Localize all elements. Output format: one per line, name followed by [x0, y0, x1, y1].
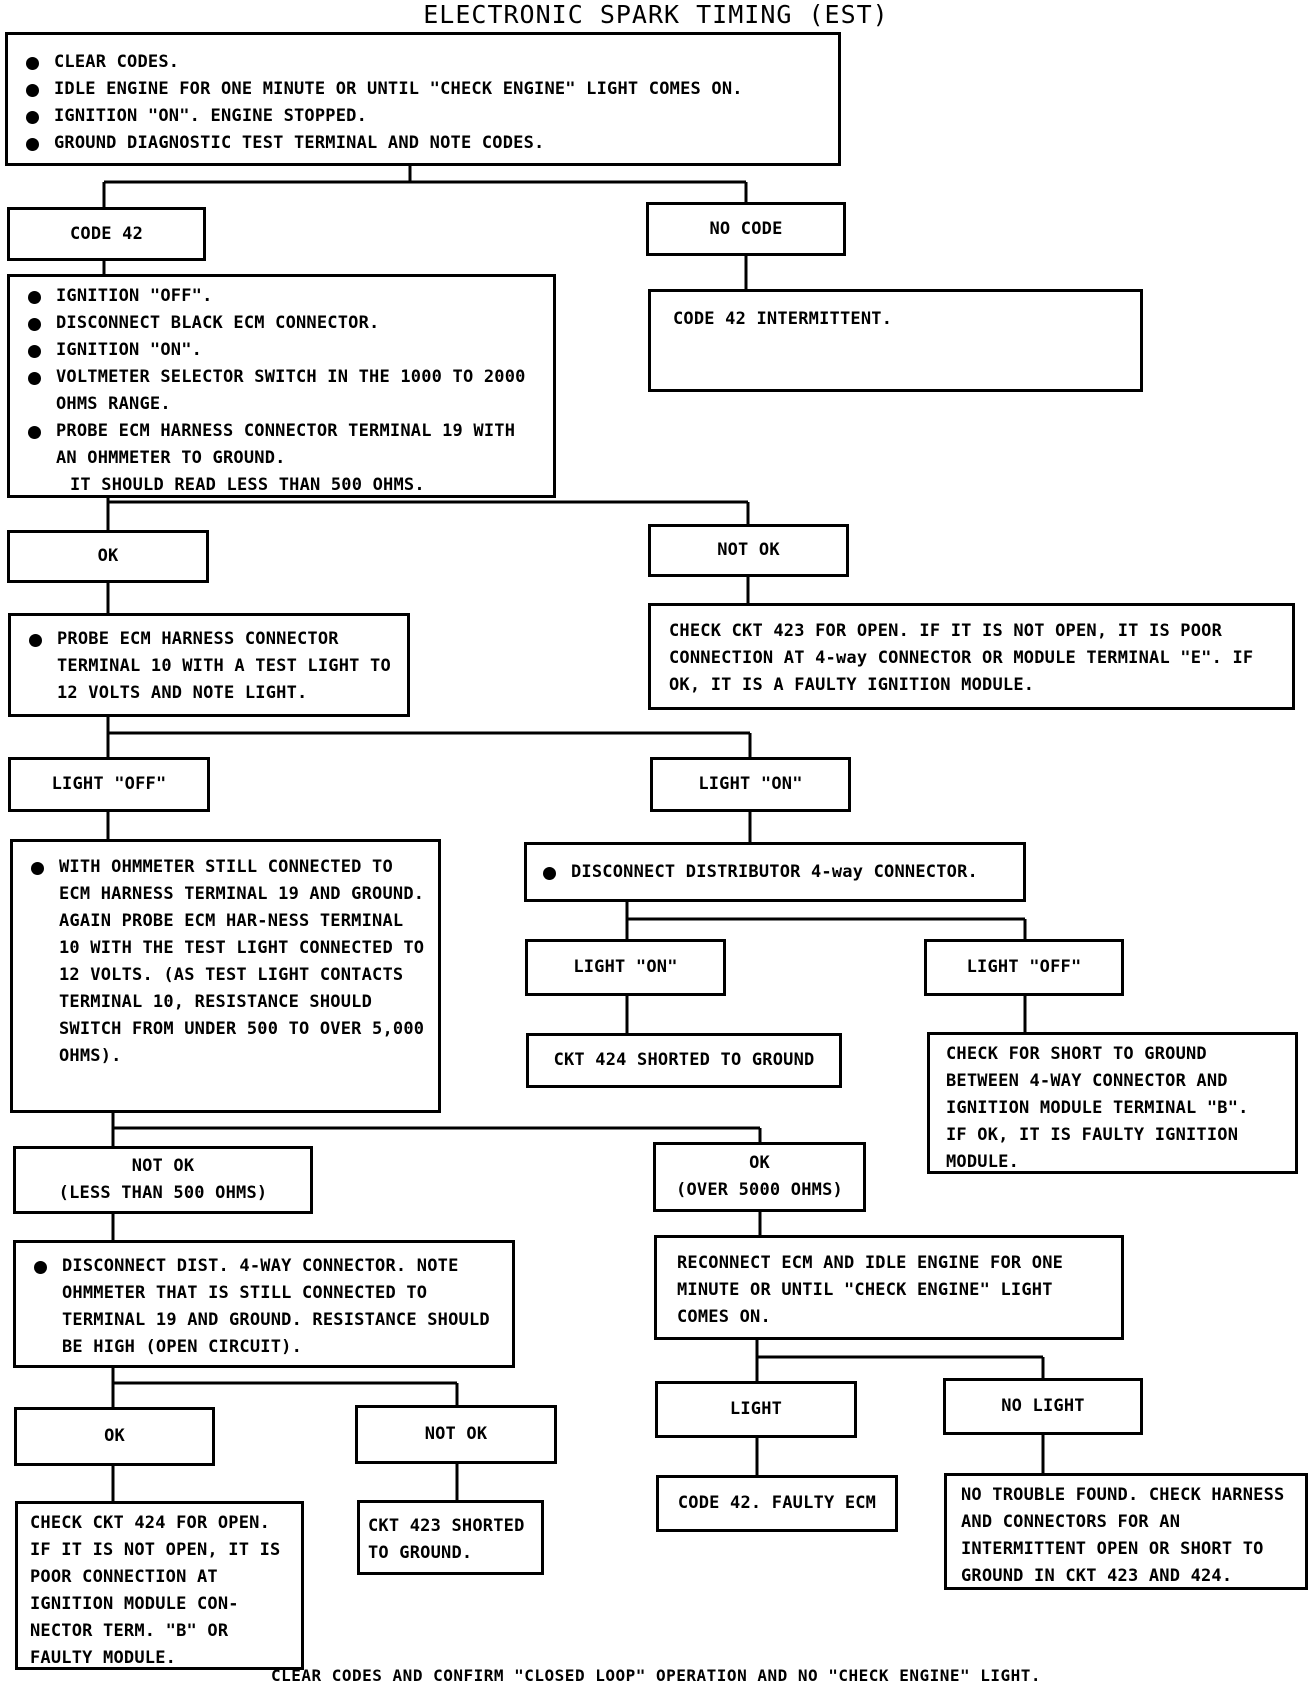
start-item: IDLE ENGINE FOR ONE MINUTE OR UNTIL "CHE…: [20, 76, 828, 103]
light-on-1-label: LIGHT "ON": [698, 774, 803, 794]
reconnect-ecm-text: RECONNECT ECM AND IDLE ENGINE FOR ONE MI…: [677, 1253, 1064, 1327]
code42-intermittent-text: CODE 42 INTERMITTENT.: [673, 309, 893, 329]
connector-start: [102, 163, 748, 208]
start-box: CLEAR CODES. IDLE ENGINE FOR ONE MINUTE …: [5, 32, 841, 166]
light-off-2-box: LIGHT "OFF": [924, 939, 1124, 996]
check-ckt-424-box: CHECK CKT 424 FOR OPEN. IF IT IS NOT OPE…: [15, 1501, 304, 1670]
check-short-text: CHECK FOR SHORT TO GROUND BETWEEN 4-WAY …: [946, 1044, 1249, 1172]
check-ckt-423-text: CHECK CKT 423 FOR OPEN. IF IT IS NOT OPE…: [669, 621, 1254, 695]
disconnect-dist-item: DISCONNECT DIST. 4-WAY CONNECTOR. NOTE O…: [28, 1253, 502, 1361]
connector-ohmmeter: [111, 1111, 762, 1147]
connector-probe: [106, 715, 752, 758]
step-a-box: IGNITION "OFF". DISCONNECT BLACK ECM CON…: [7, 274, 556, 498]
not-ok-3-label: NOT OK: [424, 1424, 488, 1444]
step-a-item: VOLTMETER SELECTOR SWITCH IN THE 1000 TO…: [22, 364, 543, 418]
light-on-1-box: LIGHT "ON": [650, 757, 851, 812]
no-light-label: NO LIGHT: [1001, 1396, 1085, 1416]
code42-faulty-ecm-box: CODE 42. FAULTY ECM: [656, 1475, 898, 1532]
no-light-box: NO LIGHT: [943, 1378, 1143, 1435]
ok-1-label: OK: [97, 546, 119, 566]
check-ckt-424-text: CHECK CKT 424 FOR OPEN. IF IT IS NOT OPE…: [30, 1513, 281, 1668]
code42-intermittent-box: CODE 42 INTERMITTENT.: [648, 289, 1143, 392]
no-trouble-box: NO TROUBLE FOUND. CHECK HARNESS AND CONN…: [944, 1473, 1308, 1590]
light-off-2-label: LIGHT "OFF": [966, 957, 1082, 977]
code42-label: CODE 42: [69, 223, 144, 244]
footer-note: CLEAR CODES AND CONFIRM "CLOSED LOOP" OP…: [270, 1666, 1042, 1685]
ckt-423-shorted-text: CKT 423 SHORTED TO GROUND.: [368, 1516, 525, 1563]
reconnect-ecm-box: RECONNECT ECM AND IDLE ENGINE FOR ONE MI…: [654, 1235, 1124, 1340]
light-off-1-box: LIGHT "OFF": [8, 757, 210, 812]
start-item: IGNITION "ON". ENGINE STOPPED.: [20, 103, 828, 130]
ohmmeter-step-item: WITH OHMMETER STILL CONNECTED TO ECM HAR…: [25, 854, 428, 1070]
not-ok-2-label: NOT OK (LESS THAN 500 OHMS): [58, 1156, 268, 1203]
step-a-item: IGNITION "ON".: [22, 337, 543, 364]
ok-2-label: OK (OVER 5000 OHMS): [676, 1153, 843, 1200]
start-item: GROUND DIAGNOSTIC TEST TERMINAL AND NOTE…: [20, 130, 828, 157]
connector-disconnect-dist: [111, 1366, 459, 1408]
step-a-note: IT SHOULD READ LESS THAN 500 OHMS.: [70, 475, 425, 495]
ckt-424-shorted-text: CKT 424 SHORTED TO GROUND: [553, 1050, 815, 1070]
check-ckt-423-box: CHECK CKT 423 FOR OPEN. IF IT IS NOT OPE…: [648, 603, 1295, 710]
ckt-424-shorted-box: CKT 424 SHORTED TO GROUND: [526, 1033, 842, 1088]
page-title: ELECTRONIC SPARK TIMING (EST): [423, 0, 889, 29]
start-item: CLEAR CODES.: [20, 49, 828, 76]
probe-terminal-10-box: PROBE ECM HARNESS CONNECTOR TERMINAL 10 …: [8, 613, 410, 717]
step-a-item: PROBE ECM HARNESS CONNECTOR TERMINAL 19 …: [22, 418, 543, 472]
ok-2-box: OK (OVER 5000 OHMS): [653, 1142, 866, 1212]
light-off-1-label: LIGHT "OFF": [51, 774, 167, 794]
connector-step-a: [106, 496, 750, 531]
ok-1-box: OK: [7, 530, 209, 583]
light-3-box: LIGHT: [655, 1381, 857, 1438]
ohmmeter-step-box: WITH OHMMETER STILL CONNECTED TO ECM HAR…: [10, 839, 441, 1113]
step-a-item: DISCONNECT BLACK ECM CONNECTOR.: [22, 310, 543, 337]
disconnect-distributor-box: DISCONNECT DISTRIBUTOR 4-way CONNECTOR.: [524, 842, 1026, 902]
not-ok-1-box: NOT OK: [648, 524, 849, 577]
ok-3-box: OK: [14, 1407, 215, 1466]
disconnect-distributor-item: DISCONNECT DISTRIBUTOR 4-way CONNECTOR.: [537, 859, 1013, 886]
connector-distributor: [625, 900, 1027, 940]
ok-3-label: OK: [104, 1426, 125, 1446]
code42-faulty-ecm-text: CODE 42. FAULTY ECM: [677, 1493, 877, 1513]
probe-terminal-10-item: PROBE ECM HARNESS CONNECTOR TERMINAL 10 …: [23, 626, 397, 707]
light-on-2-label: LIGHT "ON": [573, 957, 678, 977]
not-ok-2-box: NOT OK (LESS THAN 500 OHMS): [13, 1146, 313, 1214]
code42-box: CODE 42: [7, 207, 206, 261]
light-3-label: LIGHT: [729, 1399, 783, 1419]
no-trouble-text: NO TROUBLE FOUND. CHECK HARNESS AND CONN…: [961, 1485, 1285, 1586]
ckt-423-shorted-box: CKT 423 SHORTED TO GROUND.: [357, 1500, 544, 1575]
step-a-item: IGNITION "OFF".: [22, 283, 543, 310]
connector-reconnect: [755, 1338, 1045, 1382]
disconnect-dist-box: DISCONNECT DIST. 4-WAY CONNECTOR. NOTE O…: [13, 1240, 515, 1368]
no-code-box: NO CODE: [646, 202, 846, 256]
check-short-box: CHECK FOR SHORT TO GROUND BETWEEN 4-WAY …: [927, 1032, 1298, 1174]
light-on-2-box: LIGHT "ON": [525, 939, 726, 996]
no-code-label: NO CODE: [709, 218, 783, 239]
not-ok-3-box: NOT OK: [355, 1405, 557, 1464]
not-ok-1-label: NOT OK: [717, 540, 780, 560]
